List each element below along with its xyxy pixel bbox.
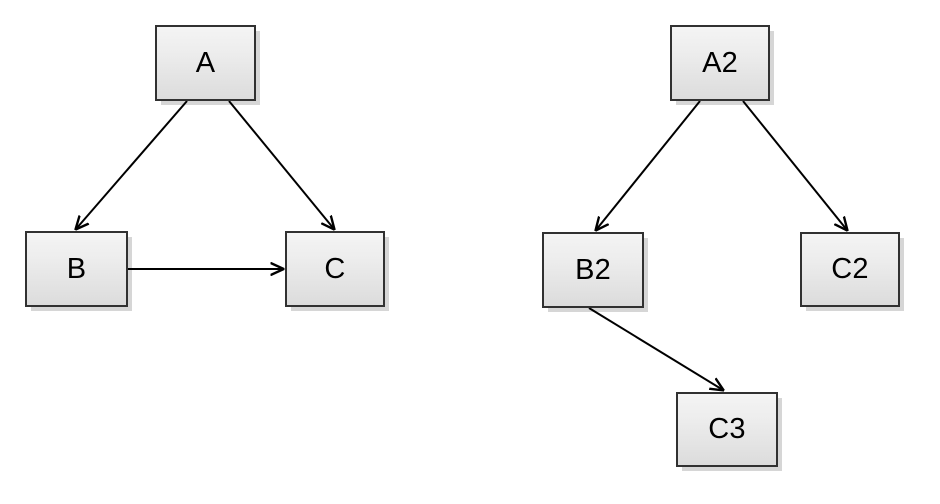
- node-label-a2: A2: [702, 46, 738, 79]
- node-b2[interactable]: B2: [542, 232, 644, 308]
- node-label-b: B: [66, 252, 87, 285]
- node-c[interactable]: C: [285, 231, 385, 307]
- node-a[interactable]: A: [155, 25, 256, 101]
- edge-a-to-b: [76, 100, 188, 229]
- node-b[interactable]: B: [25, 231, 128, 307]
- edge-a2-to-c2: [742, 100, 847, 230]
- node-label-a: A: [195, 46, 216, 79]
- node-c2[interactable]: C2: [800, 232, 900, 307]
- edge-a2-to-b2: [596, 100, 701, 230]
- node-label-b2: B2: [575, 253, 611, 286]
- node-label-c2: C2: [831, 253, 869, 285]
- node-label-c: C: [324, 252, 346, 285]
- edge-b2-to-c3: [588, 307, 723, 390]
- node-label-c3: C3: [708, 413, 746, 445]
- node-c3[interactable]: C3: [676, 392, 778, 467]
- node-a2[interactable]: A2: [670, 25, 770, 101]
- edge-a-to-c: [228, 100, 334, 229]
